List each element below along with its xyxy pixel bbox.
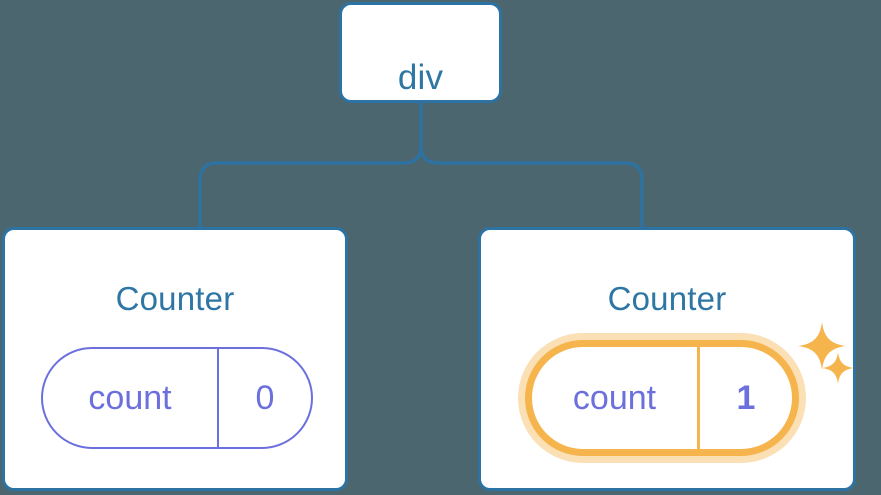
state-key-label: count	[88, 378, 172, 417]
state-value-label: 0	[255, 378, 275, 417]
state-pill-body: count 1	[525, 340, 799, 456]
node-div-label: div	[397, 58, 444, 97]
state-pill-glow-ring: count 1	[518, 333, 806, 463]
state-pill-count-right[interactable]: count 1	[518, 333, 806, 463]
state-pill-divider	[217, 349, 219, 447]
node-counter-right-label: Counter	[607, 280, 727, 317]
state-pill-count-left[interactable]: count 0	[41, 347, 313, 449]
node-div[interactable]: div	[339, 2, 502, 103]
state-pill-body: count 0	[41, 347, 313, 449]
state-key-label: count	[572, 378, 657, 417]
state-value-label: 1	[736, 378, 756, 417]
state-pill-divider	[697, 347, 700, 449]
node-counter-left-label: Counter	[115, 280, 235, 317]
